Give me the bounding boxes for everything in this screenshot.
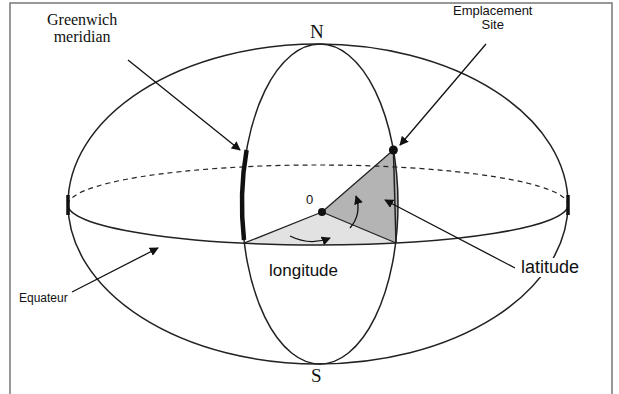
- leader-line: [400, 44, 486, 145]
- compass-letter: S: [310, 366, 323, 386]
- equator-tick: [66, 195, 70, 215]
- frame: [10, 3, 612, 394]
- latitude-sector: [322, 150, 398, 243]
- globe-outline: [68, 44, 568, 364]
- site-meridian: [393, 150, 396, 243]
- leader-line: [72, 248, 158, 292]
- meridian-ellipse: [242, 44, 398, 364]
- greenwich-meridian: [242, 150, 247, 240]
- latitude-label: latitude: [520, 258, 580, 277]
- origin-label: 0: [305, 193, 314, 207]
- latitude-arc: [350, 196, 358, 228]
- equator-front: [68, 205, 568, 245]
- equator-label: Equateur: [18, 292, 69, 305]
- site-label: Emplacement Site: [452, 4, 533, 31]
- equator-back: [68, 165, 568, 205]
- longitude-label: longitude: [268, 262, 339, 280]
- greenwich-radius: [244, 212, 322, 243]
- leader-line: [385, 200, 515, 268]
- equator-radius: [322, 212, 396, 243]
- site-point: [389, 146, 398, 155]
- compass-letter: N: [309, 22, 325, 42]
- longitude-arc: [290, 236, 330, 242]
- equator-tick: [566, 195, 570, 215]
- meridian-label: Greenwich meridian: [46, 12, 118, 46]
- leader-line: [128, 60, 240, 150]
- center-point: [318, 208, 326, 216]
